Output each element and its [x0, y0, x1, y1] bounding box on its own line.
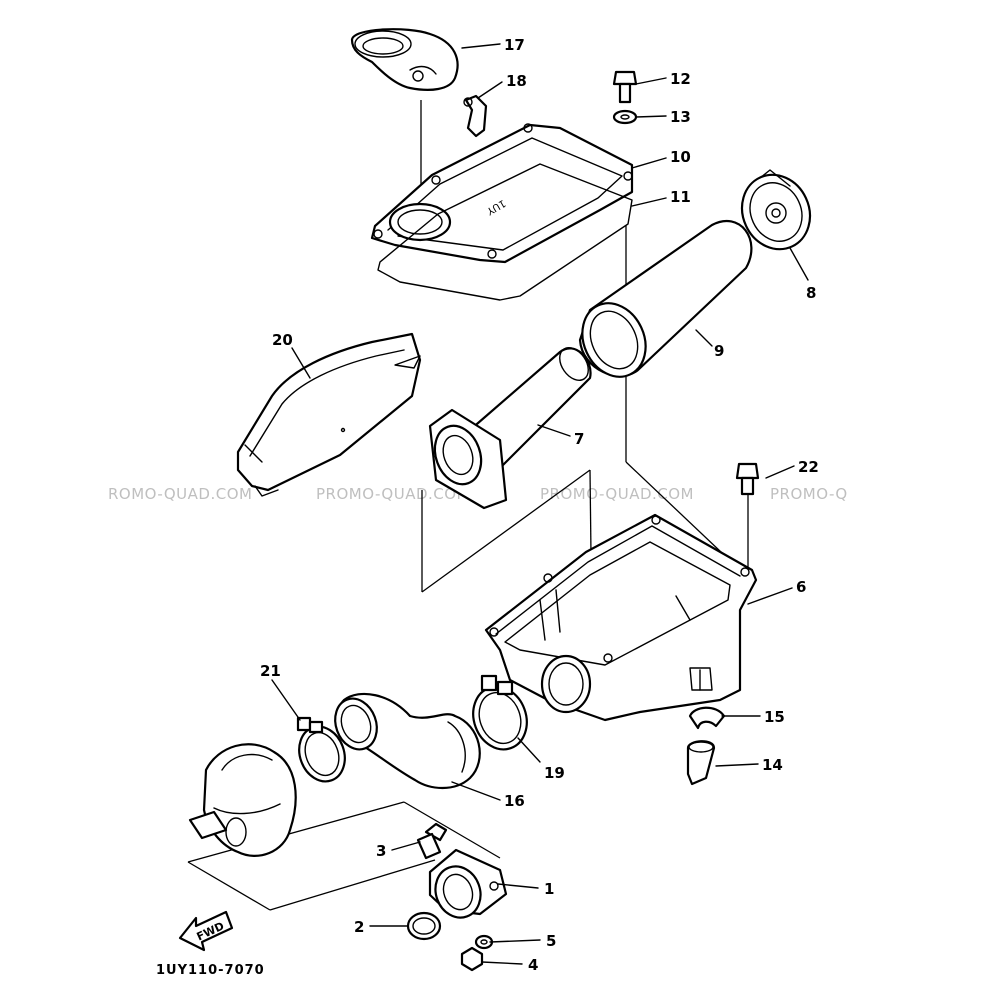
callout-9: 9: [714, 342, 724, 360]
air-box-cover-part-10: 1UY: [370, 123, 634, 264]
callout-18: 18: [506, 72, 527, 90]
callout-4: 4: [528, 956, 538, 974]
callout-22: 22: [798, 458, 819, 476]
forward-direction-arrow: FWD: [178, 910, 234, 952]
o-ring-part-2: [406, 911, 442, 941]
callout-numbers: 17 18 12 13 10 11 8 9 7 20 22 6 15 14 19…: [260, 36, 819, 974]
callout-17: 17: [504, 36, 525, 54]
drawing-code: 1UY110-7070: [156, 963, 265, 978]
side-cover-plate-part-20: [236, 332, 422, 497]
callout-leader-lines: [271, 43, 809, 965]
hose-clamp-part-19: [472, 674, 528, 751]
callout-15: 15: [764, 708, 785, 726]
air-duct-joint-part-16: [334, 692, 481, 790]
filter-guide-part-7: [428, 347, 592, 510]
watermark-1: ROMO-QUAD.COM: [108, 485, 252, 503]
cover-gasket-part-11: [377, 163, 633, 301]
washer-part-13: [612, 109, 638, 125]
clamp-part-15: [688, 706, 726, 730]
callout-12: 12: [670, 70, 691, 88]
callout-6: 6: [796, 578, 806, 596]
air-filter-element-part-9: [578, 219, 753, 378]
callout-14: 14: [762, 756, 783, 774]
callout-13: 13: [670, 108, 691, 126]
callout-16: 16: [504, 792, 525, 810]
hose-clamp-part-21: [296, 716, 346, 783]
callout-21: 21: [260, 662, 281, 680]
filter-cap-part-8: [740, 169, 812, 251]
watermark-3: PROMO-QUAD.COM: [540, 485, 694, 503]
callout-2: 2: [354, 918, 364, 936]
callout-8: 8: [806, 284, 816, 302]
callout-3: 3: [376, 842, 386, 860]
callout-7: 7: [574, 430, 584, 448]
carburetor-joint-part-1: [428, 848, 508, 919]
callout-1: 1: [544, 880, 554, 898]
callout-11: 11: [670, 188, 691, 206]
drain-hose-part-14: [686, 740, 716, 786]
carburetor-body: [188, 743, 297, 857]
callout-19: 19: [544, 764, 565, 782]
screw-part-3: [416, 822, 448, 860]
breather-elbow-part-18: [463, 94, 488, 138]
bolt-part-22: [735, 462, 760, 496]
bolt-part-12: [612, 70, 638, 104]
callout-10: 10: [670, 148, 691, 166]
watermark-4: PROMO-Q: [770, 485, 848, 503]
callout-20: 20: [272, 331, 293, 349]
watermark-2: PROMO-QUAD.COM: [316, 485, 470, 503]
washer-part-5: [474, 934, 494, 950]
nut-part-4: [460, 946, 484, 972]
intake-duct-part-17: [350, 28, 459, 91]
callout-5: 5: [546, 932, 556, 950]
air-box-case-part-6: [484, 513, 758, 722]
